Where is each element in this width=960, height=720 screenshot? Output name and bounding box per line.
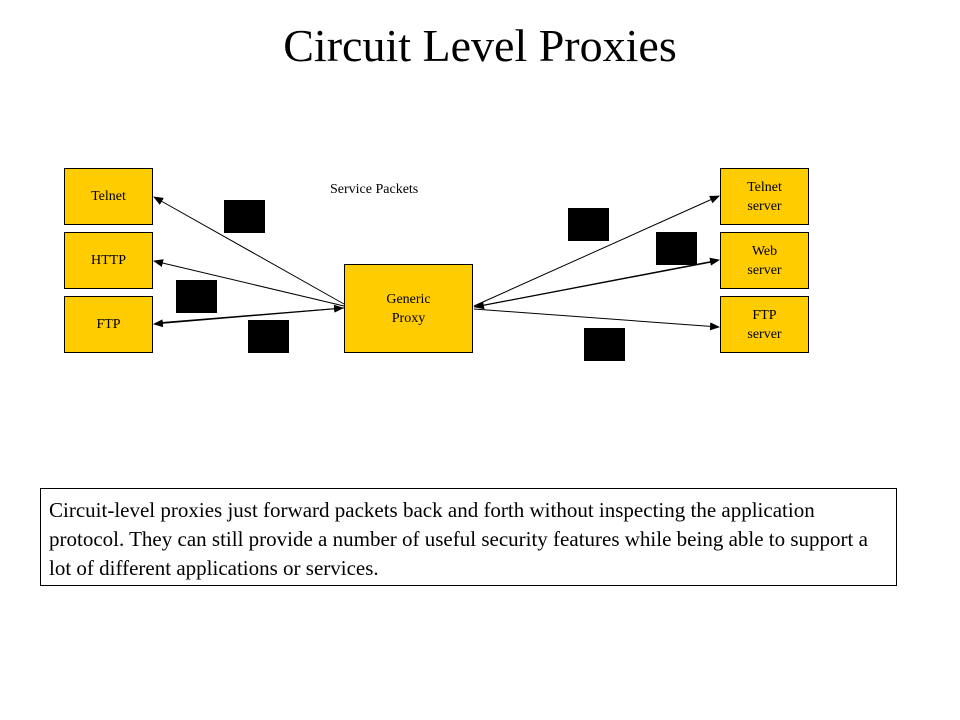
arrow-proxy-to-telnet-server [473, 195, 720, 307]
client-node-http-label: HTTP [91, 253, 126, 268]
server-node-telnet: Telnet server [720, 168, 809, 225]
server-node-web: Web server [720, 232, 809, 289]
server-node-web-label: Web server [747, 243, 782, 278]
client-node-telnet: Telnet [64, 168, 153, 225]
client-node-http: HTTP [64, 232, 153, 289]
explanation-text: Circuit-level proxies just forward packe… [49, 498, 868, 580]
slide-title: Circuit Level Proxies [283, 20, 677, 71]
packet-block [584, 328, 625, 361]
server-node-telnet-label: Telnet server [747, 179, 782, 214]
client-node-ftp: FTP [64, 296, 153, 353]
client-node-telnet-label: Telnet [91, 189, 126, 204]
server-node-ftp: FTP server [720, 296, 809, 353]
arrow-proxy-to-ftp-server [473, 308, 720, 331]
packet-block [568, 208, 609, 241]
generic-proxy-label: Generic Proxy [386, 291, 431, 326]
service-packets-label: Service Packets [330, 182, 419, 197]
packet-block [248, 320, 289, 353]
packet-block [224, 200, 265, 233]
arrow-web-server-to-proxy [474, 260, 718, 310]
packet-block [656, 232, 697, 265]
arrow-ftp-client-to-proxy [155, 304, 344, 324]
arrow-proxy-to-http-client [153, 259, 345, 307]
generic-proxy-node: Generic Proxy [344, 264, 473, 353]
client-node-ftp-label: FTP [96, 317, 121, 332]
server-node-ftp-label: FTP server [747, 307, 782, 342]
arrow-proxy-to-telnet-client [153, 196, 345, 305]
packet-block [176, 280, 217, 313]
explanation-textbox: Circuit-level proxies just forward packe… [40, 488, 897, 586]
